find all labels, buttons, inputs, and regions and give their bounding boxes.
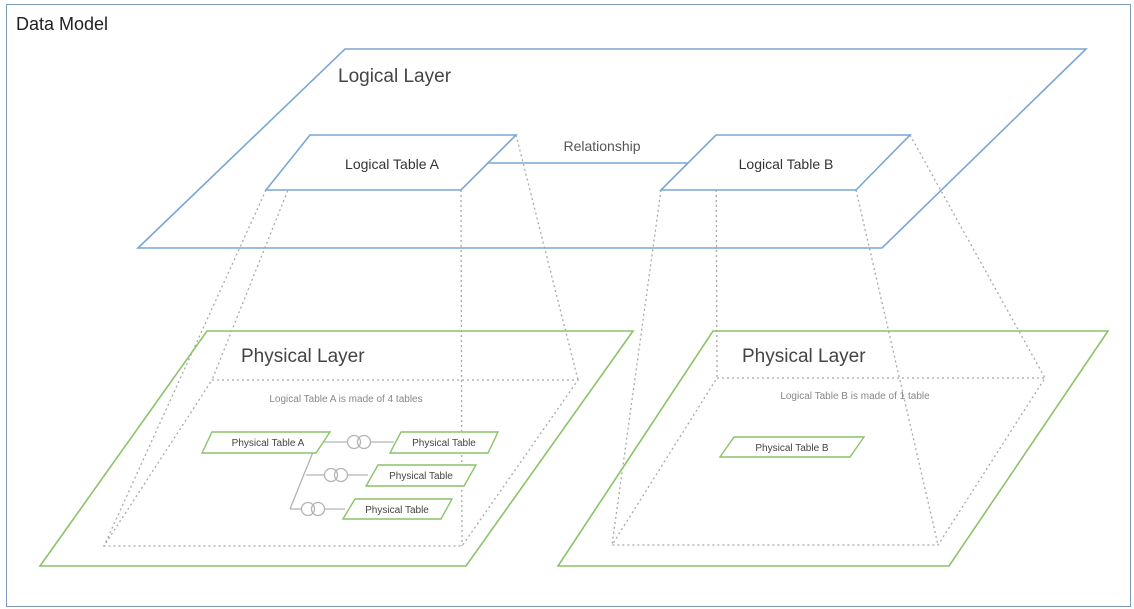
physical-table-b-label: Physical Table B (755, 443, 829, 454)
inner-join-icon[interactable] (300, 501, 326, 517)
projection-lines-b (611, 134, 1046, 546)
logical-layer-plane (136, 48, 1088, 249)
logical-layer-label: Logical Layer (338, 66, 452, 87)
physical-table-shape[interactable] (364, 464, 478, 487)
physical-table-shape[interactable] (388, 431, 500, 454)
physical-table-a-shape[interactable] (200, 431, 332, 454)
physical-table-label: Physical Table (389, 471, 453, 482)
join-icons (300, 434, 372, 517)
physical-layer-b-inner (610, 377, 1047, 546)
inner-join-icon[interactable] (323, 467, 349, 483)
physical-layer-b-label: Physical Layer (742, 346, 866, 367)
physical-table-a-label: Physical Table A (232, 438, 305, 449)
physical-layer-b-caption: Logical Table B is made of 1 table (780, 391, 930, 402)
physical-table-b-shape[interactable] (718, 436, 866, 458)
projection-lines-a (103, 134, 579, 547)
physical-table-shape[interactable] (341, 498, 454, 520)
physical-layer-a-caption: Logical Table A is made of 4 tables (269, 394, 422, 405)
inner-join-icon[interactable] (346, 434, 372, 450)
physical-layer-a-label: Physical Layer (241, 346, 365, 367)
logical-table-a-shape[interactable] (264, 134, 518, 191)
physical-layer-a-plane (38, 330, 635, 567)
logical-table-b-label: Logical Table B (739, 156, 834, 172)
logical-table-b-shape[interactable] (659, 134, 912, 191)
physical-table-label: Physical Table (412, 438, 476, 449)
diagram-frame (6, 4, 1131, 607)
physical-layer-b-plane (556, 330, 1110, 567)
physical-table-label: Physical Table (365, 505, 429, 516)
diagram-title: Data Model (16, 14, 109, 34)
relationship-label: Relationship (563, 138, 640, 154)
logical-table-a-label: Logical Table A (345, 156, 440, 172)
